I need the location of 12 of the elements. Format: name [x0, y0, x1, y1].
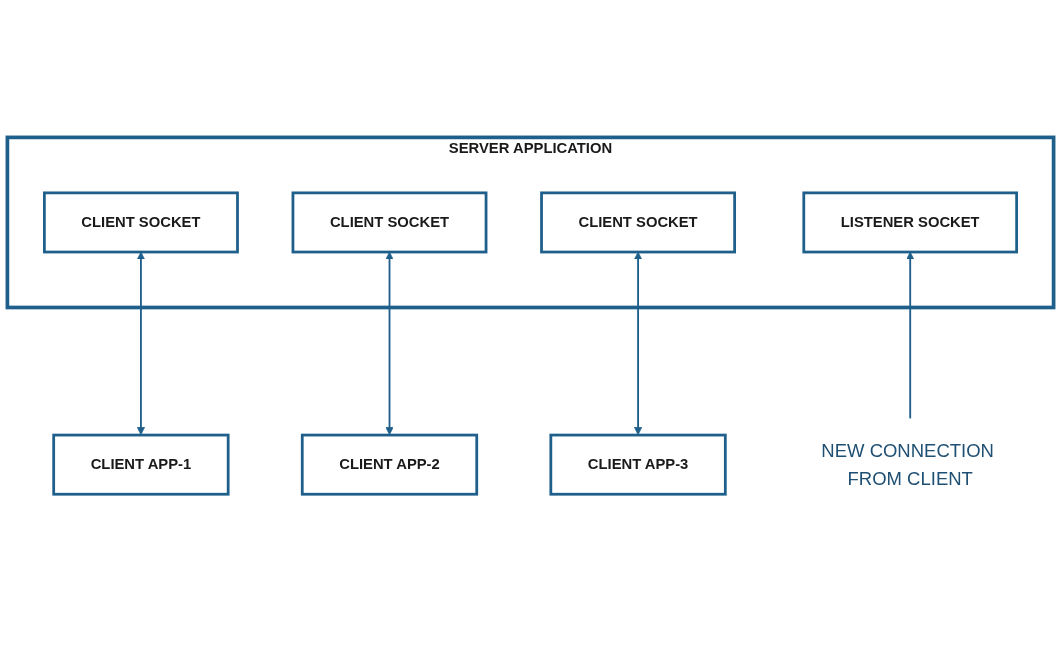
arrow — [385, 252, 394, 436]
arrow — [634, 252, 643, 436]
node-text: NEW CONNECTION FROM CLIENT — [821, 440, 994, 490]
node-box: CLIENT SOCKET — [540, 191, 736, 254]
node-box: CLIENT APP-3 — [549, 434, 727, 496]
node-box: CLIENT SOCKET — [291, 191, 488, 254]
node-box: CLIENT SOCKET — [43, 191, 239, 254]
node-box: LISTENER SOCKET — [802, 191, 1018, 254]
node-box: CLIENT APP-1 — [52, 434, 230, 496]
node-box: CLIENT APP-2 — [300, 434, 479, 496]
arrow — [136, 252, 145, 436]
arrow — [906, 252, 915, 420]
